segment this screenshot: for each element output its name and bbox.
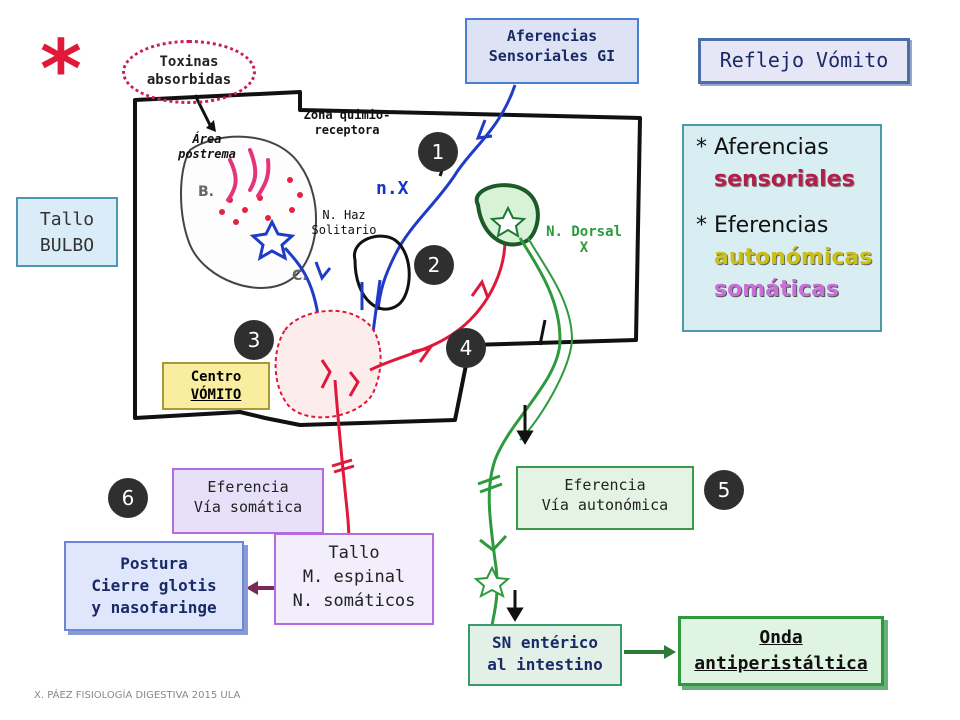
nucleus-solitary [353, 234, 411, 311]
autonomic-efferent [487, 237, 562, 626]
onda-line1: Onda [759, 627, 803, 648]
enteric-ns-box: SN entérico al intestino [468, 624, 622, 686]
vomit-center-box: Centro VÓMITO [162, 362, 270, 410]
center-neurons [320, 359, 360, 397]
step-1-marker: 1 [418, 132, 458, 172]
step-6-marker: 6 [108, 478, 148, 518]
letter-c: C. [292, 268, 308, 284]
footer-credit: X. PÁEZ FISIOLOGÍA DIGESTIVA 2015 ULA [34, 690, 241, 701]
toxins-line1: Toxinas [159, 54, 219, 70]
step-4-marker: 4 [446, 328, 486, 368]
bulbo-line2: BULBO [39, 235, 95, 256]
efferent-to-dorsal-x [369, 239, 507, 372]
afferents-line1: Aferencias [506, 27, 598, 45]
asterisk-mark: * [40, 23, 82, 116]
components-list: * Aferencias sensoriales * Eferencias au… [682, 124, 882, 332]
list-sub-sensoriales: sensoriales [714, 167, 855, 192]
step-5-marker: 5 [704, 470, 744, 510]
afferents-line2: Sensoriales GI [488, 47, 616, 65]
onda-line2: antiperistáltica [694, 653, 868, 674]
antiperistaltic-box: Onda antiperistáltica [678, 616, 884, 686]
afferents-box: Aferencias Sensoriales GI [465, 18, 639, 84]
dorsal-x-neuron [489, 205, 527, 239]
toxins-ellipse: Toxinas absorbidas [122, 40, 256, 104]
letter-b: B. [198, 184, 214, 200]
postrema-neuron [249, 218, 296, 262]
list-sub-autonomicas: autonómicas [714, 245, 873, 270]
chemoreceptor-dots [219, 177, 303, 225]
list-item-afferents: * Aferencias [696, 135, 829, 160]
area-postrema-label: Área postrema [178, 132, 236, 161]
title-box: Reflejo Vómito [698, 38, 910, 84]
bulbo-line1: Tallo [39, 209, 95, 230]
nx-label: n.X [376, 178, 409, 199]
centro-line2: VÓMITO [190, 387, 242, 403]
postura-box: Postura Cierre glotis y nasofaringe [64, 541, 244, 631]
n-dorsal-label: N. Dorsal X [546, 224, 622, 256]
zona-quimio-label: Zona quimio- receptora [303, 108, 391, 137]
step-2-marker: 2 [414, 245, 454, 285]
autonomic-efferent-2 [519, 237, 574, 441]
toxins-line2: absorbidas [146, 72, 232, 88]
pink-nerve-fibers [226, 148, 271, 202]
autonomic-efferent-box: Eferencia Vía autonómica [516, 466, 694, 530]
centro-line1: Centro [190, 369, 242, 385]
step-3-marker: 3 [234, 320, 274, 360]
afferent-gi-fiber [376, 84, 517, 311]
tallo-spinal-box: Tallo M. espinal N. somáticos [274, 533, 434, 625]
somatic-efferent-box: Eferencia Vía somática [172, 468, 324, 534]
list-item-efferents: * Eferencias [696, 213, 829, 238]
vomit-center-blob [274, 309, 382, 419]
tallo-bulbo-box: Tallo BULBO [16, 197, 118, 267]
n-haz-label: N. Haz Solitario [311, 208, 377, 237]
enteric-neuron [473, 565, 511, 599]
black-arrows [506, 319, 547, 622]
brainstem-outline [133, 90, 642, 427]
list-sub-somaticas: somáticas [714, 277, 840, 302]
